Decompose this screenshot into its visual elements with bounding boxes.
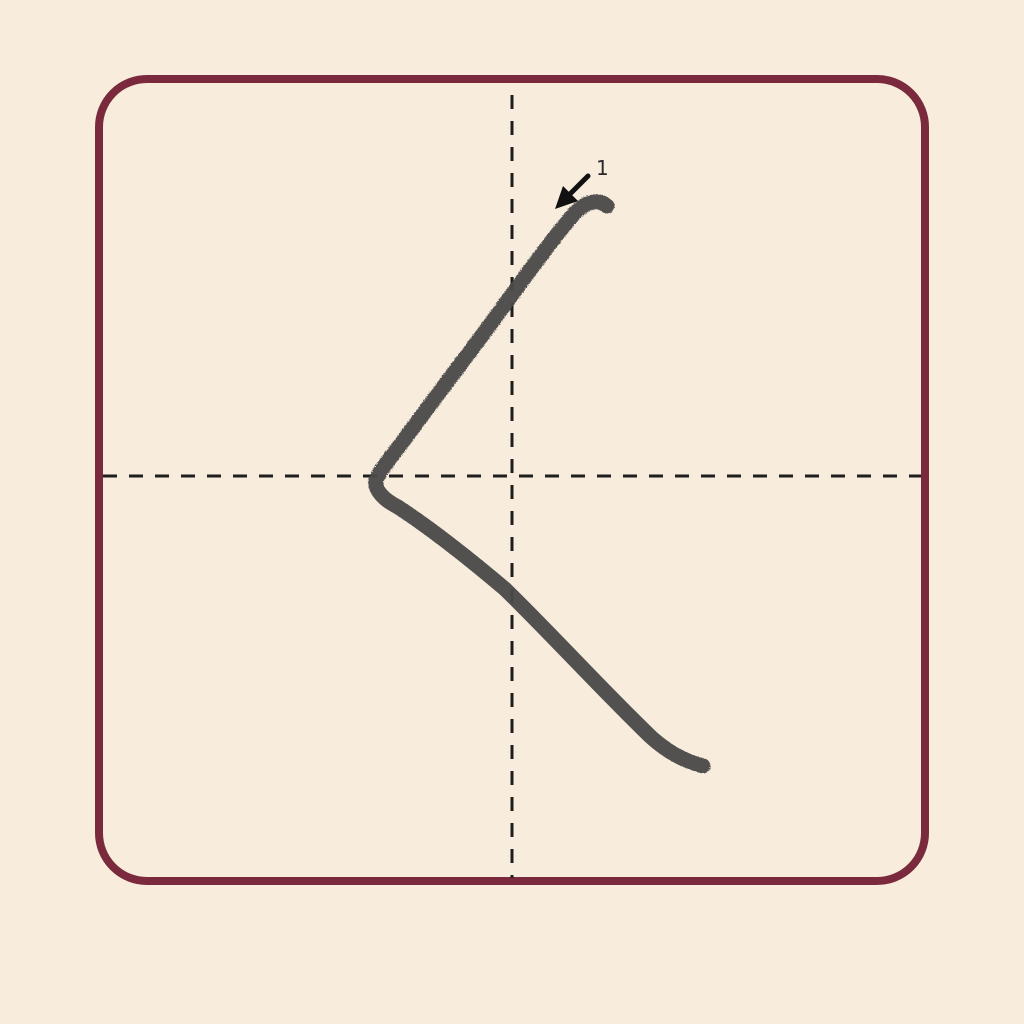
stroke-order-label: 1 xyxy=(596,156,609,180)
grid-frame xyxy=(95,75,929,885)
arrow-down-left-icon xyxy=(555,173,591,209)
brush-stroke-1 xyxy=(368,194,711,774)
